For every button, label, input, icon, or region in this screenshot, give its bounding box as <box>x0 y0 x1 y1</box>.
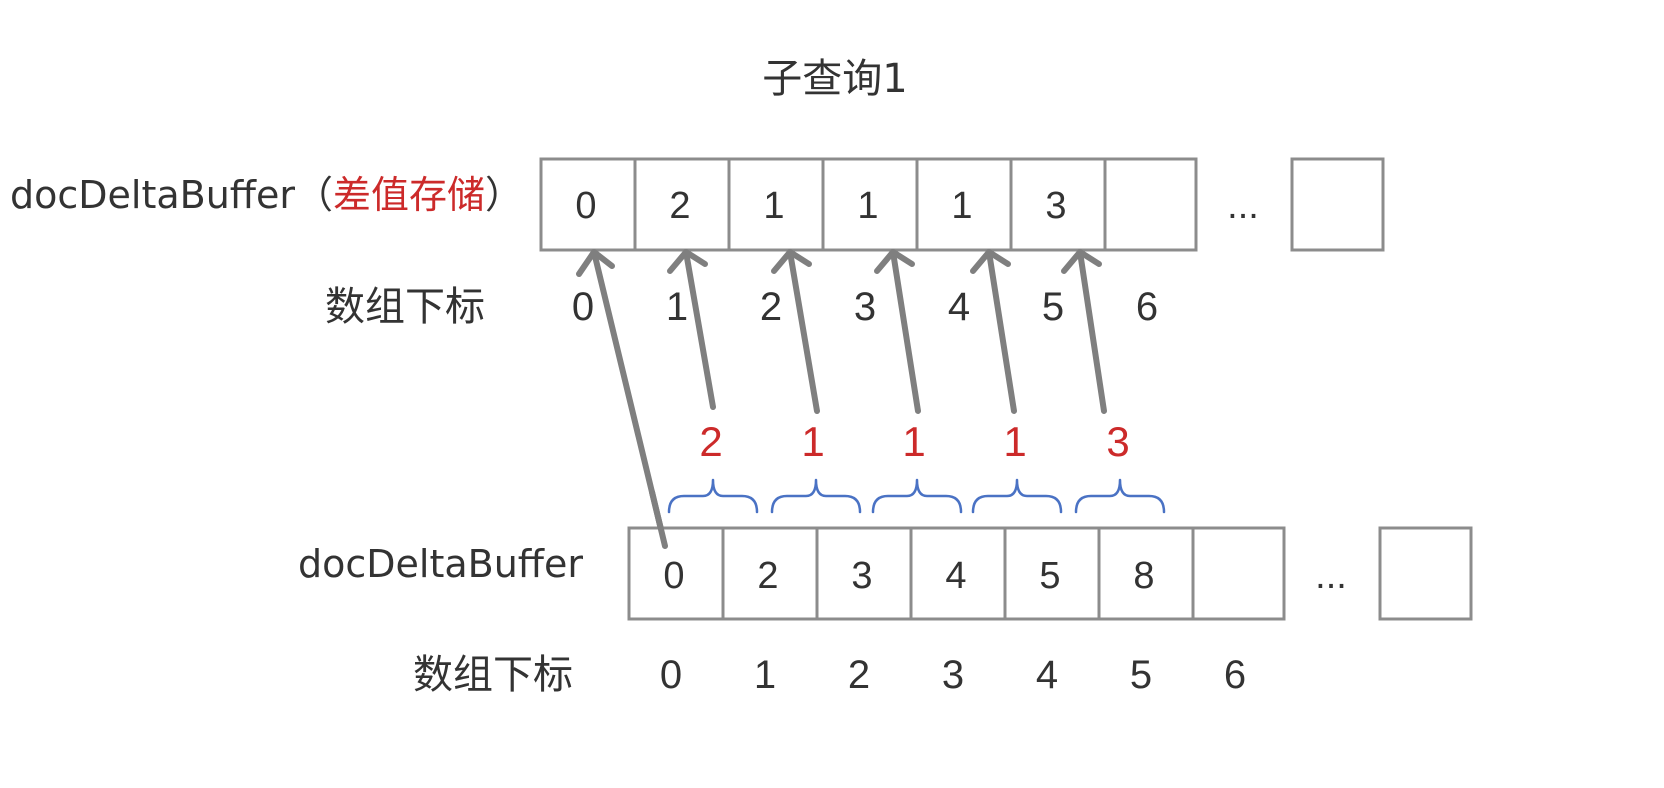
top-cell-value: 2 <box>669 185 690 227</box>
top-cell-5 <box>1009 157 1107 252</box>
bottom-cell-0 <box>627 526 725 621</box>
bottom-row-label: docDeltaBuffer <box>298 542 583 586</box>
diagram-title: 子查询1 <box>762 56 907 102</box>
top-index-label: 数组下标 <box>325 284 485 330</box>
braces <box>667 478 1166 514</box>
arrow-diff-2 <box>771 249 820 414</box>
top-index: 3 <box>854 285 876 329</box>
top-cell-last <box>1290 157 1385 252</box>
top-cell-value: 1 <box>951 185 972 227</box>
brace-2 <box>770 478 862 514</box>
bottom-cell-5 <box>1097 526 1195 621</box>
brace-5 <box>1074 478 1166 514</box>
difference-value: 3 <box>1106 418 1129 465</box>
top-row-label-highlight: 差值存储 <box>333 173 485 217</box>
bottom-index: 6 <box>1224 653 1246 697</box>
top-index: 1 <box>666 285 688 329</box>
top-index: 6 <box>1136 285 1158 329</box>
bottom-cell-4 <box>1003 526 1101 621</box>
difference-value: 1 <box>902 418 925 465</box>
difference-value: 1 <box>801 418 824 465</box>
bottom-cell-value: 5 <box>1039 555 1060 597</box>
top-row-label-suffix: ） <box>485 173 523 217</box>
brace-1 <box>667 478 759 514</box>
bottom-index: 2 <box>848 653 870 697</box>
bottom-index: 3 <box>942 653 964 697</box>
top-index: 2 <box>760 285 782 329</box>
top-cell-0 <box>539 157 637 252</box>
arrow-first-value-tail <box>649 489 668 549</box>
arrow-diff-5 <box>1061 249 1107 414</box>
bottom-cell-6 <box>1191 526 1286 621</box>
top-index-values: 0 1 2 3 4 5 6 <box>572 285 1158 329</box>
top-row-label: docDeltaBuffer（差值存储） <box>10 173 523 217</box>
top-index: 0 <box>572 285 594 329</box>
top-index: 5 <box>1042 285 1064 329</box>
bottom-row-ellipsis: ... <box>1315 555 1347 597</box>
top-cell-value: 1 <box>763 185 784 227</box>
brace-4 <box>971 478 1063 514</box>
top-cell-2 <box>727 157 825 252</box>
top-cell-1 <box>633 157 731 252</box>
bottom-cell-value: 4 <box>945 555 966 597</box>
bottom-cell-value: 2 <box>757 555 778 597</box>
difference-value: 1 <box>1003 418 1026 465</box>
top-cell-4 <box>915 157 1013 252</box>
arrows <box>576 249 1107 549</box>
top-cell-value: 1 <box>857 185 878 227</box>
bottom-cell-value: 8 <box>1133 555 1154 597</box>
arrow-diff-3 <box>874 249 921 414</box>
bottom-index-values: 0 1 2 3 4 5 6 <box>660 653 1246 697</box>
bottom-cell-value: 0 <box>663 555 684 597</box>
bottom-cell-1 <box>721 526 819 621</box>
bottom-index: 0 <box>660 653 682 697</box>
top-row-values: 0 2 1 1 1 3 <box>575 185 1066 227</box>
difference-value: 2 <box>699 418 722 465</box>
bottom-row-cells <box>627 526 1473 621</box>
bottom-cell-last <box>1378 526 1473 621</box>
top-row-cells <box>539 157 1385 252</box>
brace-3 <box>871 478 963 514</box>
bottom-index: 5 <box>1130 653 1152 697</box>
difference-values: 2 1 1 1 3 <box>699 418 1129 465</box>
top-cell-6 <box>1103 157 1198 252</box>
bottom-row-values: 0 2 3 4 5 8 <box>663 555 1154 597</box>
arrow-diff-1 <box>667 249 716 410</box>
bottom-index-label: 数组下标 <box>413 652 573 698</box>
arrow-diff-4 <box>970 249 1017 414</box>
bottom-cell-2 <box>815 526 913 621</box>
top-cell-value: 3 <box>1045 185 1066 227</box>
bottom-index: 1 <box>754 653 776 697</box>
bottom-cell-value: 3 <box>851 555 872 597</box>
top-row-ellipsis: ... <box>1227 185 1259 227</box>
top-row-label-prefix: docDeltaBuffer（ <box>10 173 333 217</box>
top-index: 4 <box>948 285 970 329</box>
bottom-index: 4 <box>1036 653 1058 697</box>
top-cell-value: 0 <box>575 185 596 227</box>
